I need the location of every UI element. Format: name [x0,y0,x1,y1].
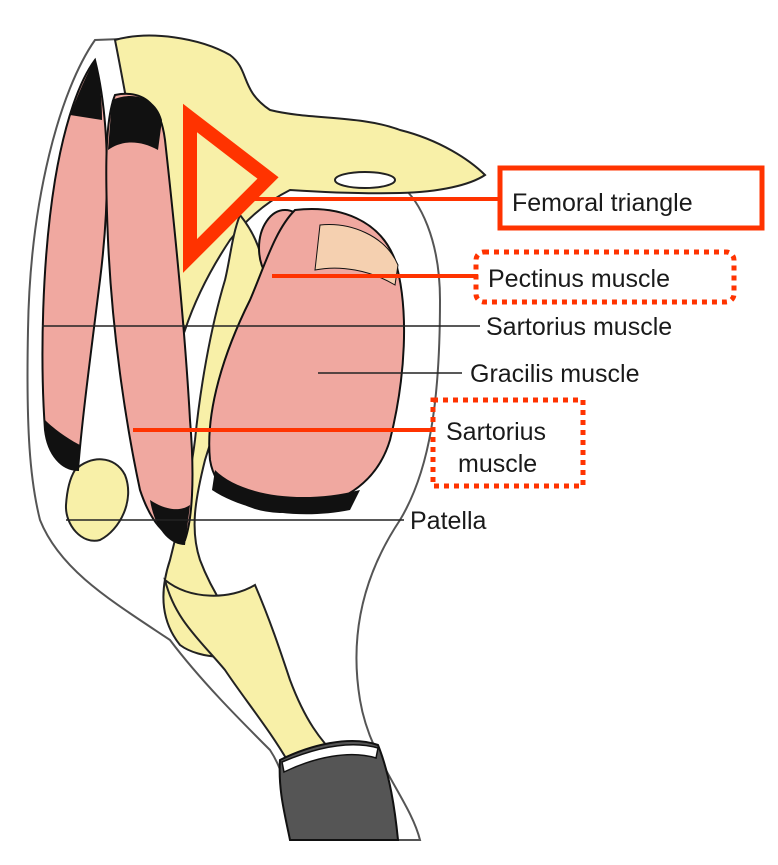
obturator-foramen [335,172,395,188]
patella-label: Patella [410,507,487,535]
pectinus-muscle-label: Pectinus muscle [488,265,670,293]
femoral-triangle-label: Femoral triangle [512,189,693,217]
sartorius-muscle-bottom-label-line2: muscle [458,450,537,478]
gracilis-muscle-label: Gracilis muscle [470,360,639,388]
sartorius-muscle-top-label: Sartorius muscle [486,313,672,341]
sartorius-muscle-bottom-label-line1: Sartorius [446,418,546,446]
